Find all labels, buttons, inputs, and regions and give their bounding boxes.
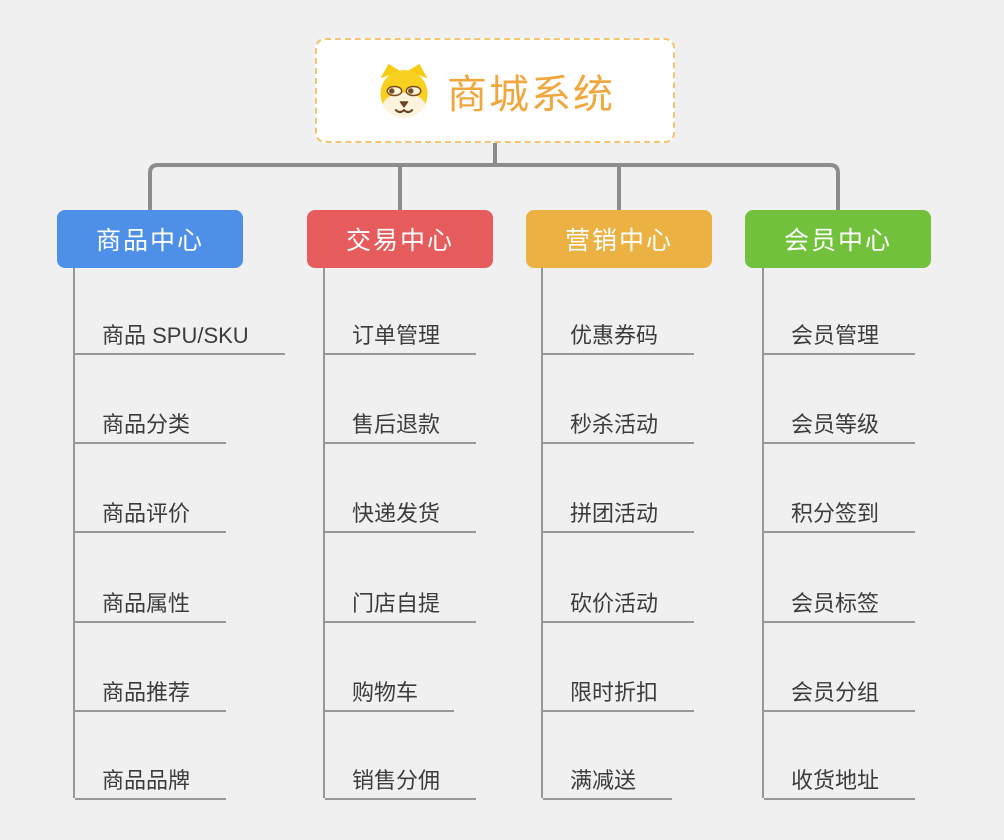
tree-item[interactable]: 会员等级 bbox=[764, 410, 916, 444]
tree-item[interactable]: 商品 SPU/SKU bbox=[75, 321, 285, 355]
tree-item[interactable]: 会员分组 bbox=[764, 678, 916, 712]
tree-item[interactable]: 商品分类 bbox=[75, 410, 227, 444]
dog-face-icon bbox=[380, 63, 428, 117]
tree-item[interactable]: 秒杀活动 bbox=[543, 410, 695, 444]
tree-item[interactable]: 销售分佣 bbox=[325, 766, 477, 800]
root-node[interactable]: 商城系统 bbox=[315, 38, 675, 143]
tree-item[interactable]: 会员管理 bbox=[764, 321, 916, 355]
tree-item[interactable]: 商品属性 bbox=[75, 589, 227, 623]
branch-label: 交易中心 bbox=[345, 227, 454, 255]
tree-item[interactable]: 快递发货 bbox=[325, 499, 477, 533]
tree-item[interactable]: 商品品牌 bbox=[75, 766, 227, 800]
branch-label: 商品中心 bbox=[95, 227, 204, 255]
branch-bus-line bbox=[148, 163, 840, 210]
tree-item[interactable]: 门店自提 bbox=[325, 589, 477, 623]
tree-item[interactable]: 订单管理 bbox=[325, 321, 477, 355]
root-title: 商城系统 bbox=[447, 72, 615, 117]
tree-item[interactable]: 拼团活动 bbox=[543, 499, 695, 533]
tree-item[interactable]: 商品评价 bbox=[75, 499, 227, 533]
branch-node-trade-center[interactable]: 交易中心 bbox=[307, 210, 493, 268]
tree-item[interactable]: 限时折扣 bbox=[543, 678, 695, 712]
tree-item[interactable]: 满减送 bbox=[543, 766, 673, 800]
tree-item[interactable]: 优惠券码 bbox=[543, 321, 695, 355]
tree-item[interactable]: 会员标签 bbox=[764, 589, 916, 623]
branch-children-column-marketing: 优惠券码 秒杀活动 拼团活动 砍价活动 限时折扣 满减送 bbox=[541, 268, 793, 800]
tree-item[interactable]: 收货地址 bbox=[764, 766, 916, 800]
tree-item[interactable]: 售后退款 bbox=[325, 410, 477, 444]
branch-node-marketing-center[interactable]: 营销中心 bbox=[526, 210, 712, 268]
branch-children-column-member: 会员管理 会员等级 积分签到 会员标签 会员分组 收货地址 bbox=[762, 268, 1004, 800]
branch-children-column-product: 商品 SPU/SKU 商品分类 商品评价 商品属性 商品推荐 商品品牌 bbox=[73, 268, 325, 800]
branch-node-member-center[interactable]: 会员中心 bbox=[745, 210, 931, 268]
tree-item[interactable]: 购物车 bbox=[325, 678, 455, 712]
branch-label: 营销中心 bbox=[564, 227, 673, 255]
branch-label: 会员中心 bbox=[783, 227, 892, 255]
tree-item[interactable]: 砍价活动 bbox=[543, 589, 695, 623]
tree-item[interactable]: 积分签到 bbox=[764, 499, 916, 533]
branch-node-product-center[interactable]: 商品中心 bbox=[57, 210, 243, 268]
branch-children-column-trade: 订单管理 售后退款 快递发货 门店自提 购物车 销售分佣 bbox=[323, 268, 575, 800]
tree-item[interactable]: 商品推荐 bbox=[75, 678, 227, 712]
